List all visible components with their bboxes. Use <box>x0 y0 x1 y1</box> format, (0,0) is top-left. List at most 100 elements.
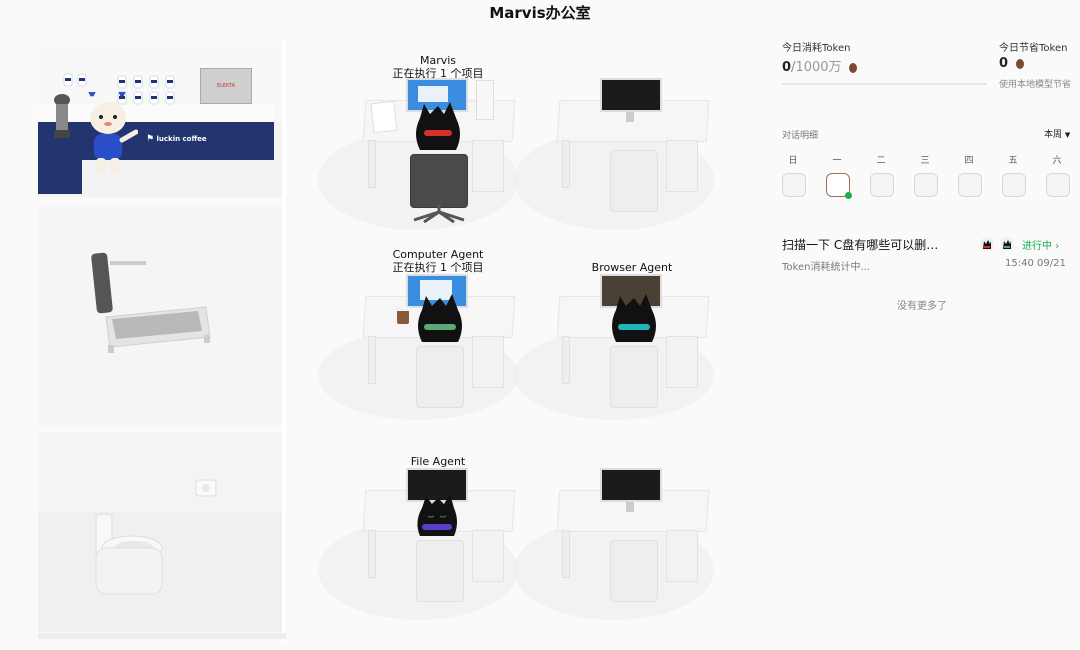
coffee-bean-icon <box>849 62 858 73</box>
agent-label-computer: Computer Agent 正在执行 1 个项目 <box>358 248 518 274</box>
cat-avatar-icon <box>980 237 994 251</box>
monitor-stand <box>626 502 634 512</box>
desk-empty-1 <box>556 100 710 200</box>
toilet-icon <box>95 513 163 595</box>
floor-edge <box>38 633 286 639</box>
chair-file <box>416 540 464 602</box>
monitor-computer <box>406 274 468 318</box>
day-button[interactable] <box>1002 173 1026 197</box>
chair-browser <box>610 346 658 408</box>
tissue-holder-icon <box>195 479 217 497</box>
conversation-subtitle: Token消耗统计中... <box>782 262 870 273</box>
coffee-logo: ⚑ luckin coffee <box>146 134 207 144</box>
coffee-room: ⚑ luckin coffee ELEKTA <box>38 42 282 197</box>
coffee-counter <box>38 122 274 160</box>
coffee-cups <box>63 73 175 105</box>
desk-leg <box>562 530 570 578</box>
chair-computer <box>416 346 464 408</box>
range-selector[interactable]: 本周 ▼ <box>1044 127 1070 140</box>
range-label: 本周 <box>1044 130 1063 140</box>
status-text: 进行中 <box>1022 241 1052 252</box>
day-label: 四 <box>964 156 974 166</box>
chevron-right-icon: › <box>1055 241 1060 252</box>
active-dot <box>845 192 852 199</box>
day-button[interactable] <box>1046 173 1070 197</box>
coffee-bean-icon <box>1015 58 1024 69</box>
wall-divider <box>282 42 286 642</box>
desk-marvis <box>362 100 516 200</box>
coffee-cup-icon <box>396 307 410 324</box>
day-button[interactable] <box>782 173 806 197</box>
espresso-machine: ELEKTA <box>200 68 252 104</box>
chevron-down-icon: ▼ <box>1064 131 1071 139</box>
agent-label-browser: Browser Agent <box>552 261 712 274</box>
agent-name: File Agent <box>410 455 466 468</box>
agent-name: Marvis <box>419 54 457 67</box>
chair-empty-1 <box>610 150 658 212</box>
desk-empty-2 <box>556 490 710 590</box>
day-label: 六 <box>1052 156 1062 166</box>
desk-leg <box>368 530 376 578</box>
pc-tower-icon <box>476 80 494 120</box>
conversation-item[interactable]: 扫描一下 C盘有哪些可以删… 进行中 › Token消耗统计中... 15:40… <box>782 234 1072 274</box>
deer-logo-icon: ⚑ <box>146 134 155 144</box>
day-label: 日 <box>788 156 798 166</box>
espresso-brand: ELEKTA <box>216 83 236 89</box>
cat-browser <box>612 294 656 342</box>
day-button[interactable] <box>958 173 982 197</box>
monitor-window <box>420 280 452 300</box>
cat-marvis <box>416 102 460 150</box>
treadmill-icon <box>91 252 211 353</box>
today-saved-value: 0 <box>999 56 1024 71</box>
day-label: 五 <box>1008 156 1018 166</box>
used-limit: 1000万 <box>795 60 842 75</box>
desk-cabinet <box>666 140 698 192</box>
agent-name: Browser Agent <box>591 261 673 274</box>
agent-label-marvis: Marvis 正在执行 1 个项目 <box>358 54 518 80</box>
chair-base-icon <box>413 204 465 224</box>
used-separator: / <box>791 60 796 75</box>
desk-file <box>362 490 516 590</box>
monitor-file <box>406 468 468 512</box>
cat-computer <box>418 294 462 342</box>
day-label: 三 <box>920 156 930 166</box>
cat-avatar-icon <box>1000 237 1014 251</box>
notepad-icon <box>370 100 398 134</box>
desk-leg <box>368 336 376 384</box>
today-used-label: 今日消耗Token <box>782 43 851 54</box>
coffee-counter-base <box>38 160 82 194</box>
desk-computer <box>362 296 516 396</box>
day-label: 二 <box>876 156 886 166</box>
desk-cabinet <box>472 140 504 192</box>
monitor-empty-1 <box>600 78 662 122</box>
usage-bar <box>782 83 987 85</box>
day-button[interactable] <box>826 173 852 199</box>
desk-cabinet <box>666 336 698 388</box>
day-label: 一 <box>832 156 842 166</box>
conversation-title: 扫描一下 C盘有哪些可以删… <box>782 238 939 252</box>
desk-leg <box>562 336 570 384</box>
day-button[interactable] <box>914 173 938 197</box>
used-number: 0 <box>782 60 792 75</box>
desk-browser <box>556 296 710 396</box>
agent-label-file: File Agent <box>358 455 518 468</box>
desk-leg <box>368 140 376 188</box>
page-title: Marvis办公室 <box>489 4 591 22</box>
day-button[interactable] <box>870 173 894 197</box>
saved-number: 0 <box>999 56 1009 71</box>
conversation-status: 进行中 › <box>1022 237 1059 252</box>
cat-file <box>417 494 457 536</box>
grinder-icon <box>54 94 70 138</box>
monitor-window <box>418 86 448 102</box>
restroom <box>38 432 282 632</box>
monitor-stand <box>626 112 634 122</box>
gym-room <box>38 205 282 425</box>
agent-status: 正在执行 1 个项目 <box>392 67 484 80</box>
desk-cabinet <box>472 530 504 582</box>
chair-marvis <box>410 154 468 208</box>
agent-name: Computer Agent <box>392 248 484 261</box>
monitor-empty-2 <box>600 468 662 512</box>
desk-leg <box>562 140 570 188</box>
desk-cabinet <box>472 336 504 388</box>
agent-status: 正在执行 1 个项目 <box>392 261 484 274</box>
